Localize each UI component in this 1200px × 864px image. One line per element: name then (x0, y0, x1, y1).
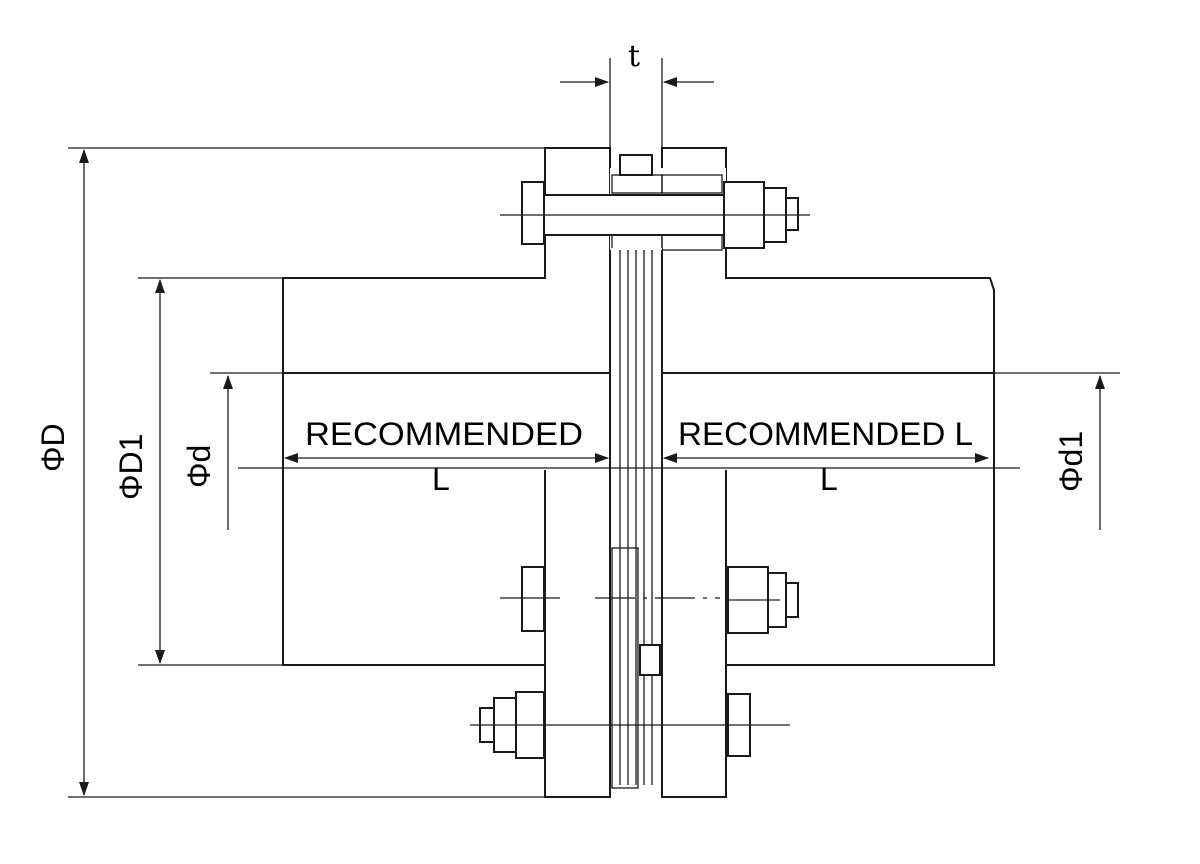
disc-pack (609, 248, 663, 797)
dim-hub-diameter: ΦD1 (113, 277, 283, 666)
rec-right-label: RECOMMENDED L (678, 416, 973, 452)
t-label: t (628, 39, 640, 74)
left-hub-section (282, 147, 611, 374)
phi-D-label: ΦD (35, 423, 71, 472)
dim-thickness: t (560, 39, 714, 148)
L-left-label: L (432, 461, 450, 497)
bottom-bolt (470, 691, 790, 759)
dim-outer-diameter: ΦD (35, 147, 545, 798)
phi-D1-label: ΦD1 (113, 434, 149, 500)
L-right-label: L (820, 461, 838, 497)
top-bolt (500, 181, 810, 249)
dim-length-right: RECOMMENDED L L (663, 416, 989, 497)
phi-d-label: Φd (181, 445, 217, 488)
rec-left-label: RECOMMENDED (305, 416, 583, 452)
phi-d1-label: Φd1 (1053, 431, 1089, 492)
dim-right-bore: Φd1 (1053, 375, 1105, 530)
dim-left-bore: Φd (181, 375, 233, 530)
middle-bolt (500, 566, 799, 634)
dim-length-left: RECOMMENDED L (284, 416, 609, 497)
